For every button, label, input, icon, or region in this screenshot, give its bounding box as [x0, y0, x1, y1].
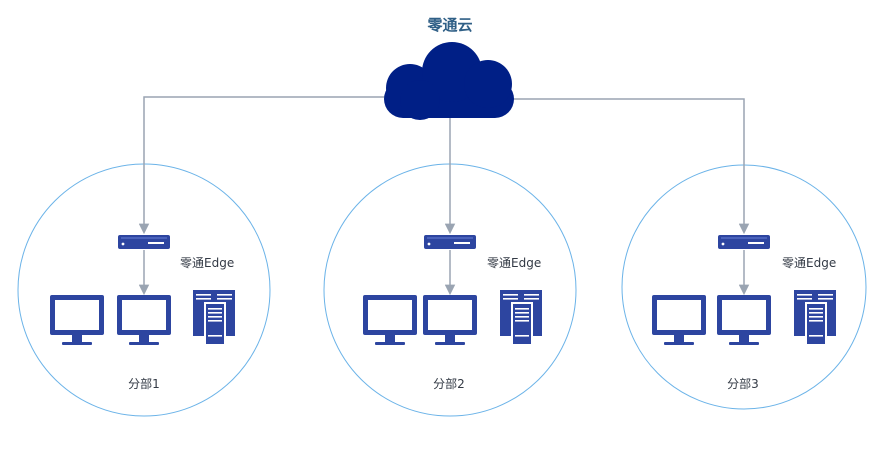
monitor-icon [363, 295, 417, 345]
edge-label-branch-1: 零通Edge [180, 256, 235, 270]
edge-label-branch-3: 零通Edge [782, 256, 837, 270]
branch-label-1: 分部1 [128, 377, 160, 391]
router-icon [118, 235, 170, 249]
edge-label-branch-2: 零通Edge [487, 256, 542, 270]
server-tower-icon [500, 290, 542, 346]
cloud-title: 零通云 [427, 16, 473, 34]
server-tower-icon [794, 290, 836, 346]
cloud-icon [384, 42, 514, 120]
monitor-icon [717, 295, 771, 345]
branch-label-2: 分部2 [433, 377, 465, 391]
monitor-icon [50, 295, 104, 345]
link-cloud-branch-3 [508, 98, 750, 235]
monitor-icon [423, 295, 477, 345]
monitor-icon [652, 295, 706, 345]
monitor-icon [117, 295, 171, 345]
router-icon [718, 235, 770, 249]
server-tower-icon [193, 290, 235, 346]
branch-label-3: 分部3 [727, 377, 759, 391]
link-cloud-branch-1 [138, 96, 392, 235]
router-icon [424, 235, 476, 249]
